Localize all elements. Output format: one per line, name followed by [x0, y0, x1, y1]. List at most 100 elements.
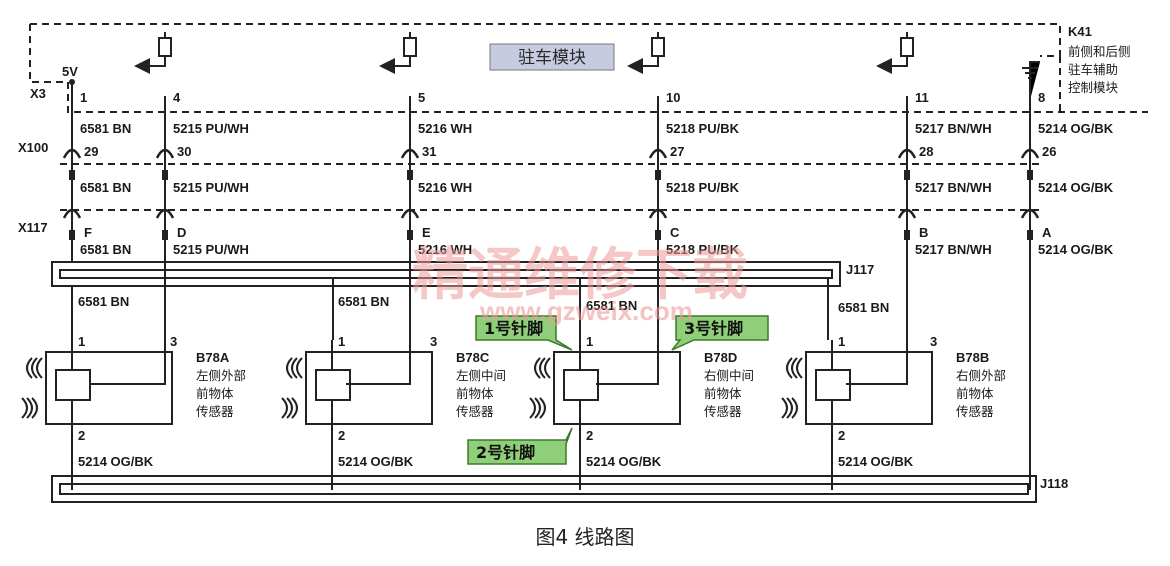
ultrasonic-wave-icon: [281, 357, 303, 419]
wave-arc: [786, 357, 793, 379]
k41-name-line3: 控制模块: [1068, 80, 1119, 95]
x100-male-pin: [69, 170, 75, 180]
supply-5v-label: 5V: [62, 64, 78, 79]
x117-male-pin: [1027, 230, 1033, 240]
sensor-pin1-label: 1: [586, 334, 593, 349]
x3-wire-label: 6581 BN: [80, 121, 131, 136]
k41-code: K41: [1068, 24, 1092, 39]
sensor-ground-wire-label: 5214 OG/BK: [338, 454, 414, 469]
sensor-code: B78C: [456, 350, 490, 365]
x3-wire-label: 5214 OG/BK: [1038, 121, 1114, 136]
sensor-name-line: 前物体: [704, 386, 742, 401]
wave-arc: [796, 357, 803, 379]
x3-pin-number: 5: [418, 90, 425, 105]
x100-male-pin: [904, 170, 910, 180]
wave-arc: [791, 397, 798, 419]
sensor-element: [563, 369, 599, 401]
x100-female-pin: [1020, 148, 1040, 159]
sensor-body: [45, 351, 173, 425]
wave-arc: [21, 397, 28, 419]
connector-x3-label: X3: [30, 86, 46, 101]
ground-icon: [1022, 61, 1040, 100]
sensor-name-line: 左侧外部: [196, 368, 246, 383]
callout-pin1-text: 1号针脚: [484, 319, 543, 338]
sensor-pin3-label: 3: [430, 334, 437, 349]
wave-arc: [539, 397, 546, 419]
sensor-name-line: 传感器: [456, 404, 494, 419]
wave-arc: [281, 397, 288, 419]
signal-wire-b78c: [346, 262, 411, 385]
callout-pin1: 1号针脚: [475, 315, 573, 351]
callout-pin2: 2号针脚: [467, 427, 573, 465]
sensor-element: [815, 369, 851, 401]
wave-arc: [291, 397, 298, 419]
sensor-pin2-label: 2: [78, 428, 85, 443]
x117-pin-label: D: [177, 225, 186, 240]
x100-wire-label: 5217 BN/WH: [915, 180, 992, 195]
signal-wire-b78b: [846, 240, 908, 385]
wave-arc: [26, 357, 33, 379]
sensor-pin1-label: 1: [838, 334, 845, 349]
module-title-box: 驻车模块: [489, 43, 615, 71]
x3-wire-label: 5217 BN/WH: [915, 121, 992, 136]
signal-wire-b78a: [90, 262, 166, 385]
sensor-pin3-label: 3: [930, 334, 937, 349]
wave-arc: [291, 357, 298, 379]
x3-pin-number: 11: [915, 90, 929, 105]
wave-arc: [534, 397, 541, 419]
sensor-pin2-label: 2: [838, 428, 845, 443]
watermark: 精通维修下载 www.gzweix.com: [412, 243, 748, 326]
signal-routing: [90, 240, 908, 385]
splice-j118: [51, 475, 1037, 503]
wave-arc: [26, 397, 33, 419]
x117-pin-label: B: [919, 225, 928, 240]
j117-label: J117: [846, 262, 874, 277]
connector-x100-label: X100: [18, 140, 48, 155]
x117-female-pin: [1020, 208, 1040, 219]
j117-wire-label-1: 6581 BN: [78, 294, 129, 309]
wave-arc: [539, 357, 546, 379]
x117-pin-label: E: [422, 225, 431, 240]
splice-j117: [51, 261, 841, 340]
sensor-pin2-label: 2: [338, 428, 345, 443]
x117-pin-label: A: [1042, 225, 1052, 240]
sensor-ground-wire-label: 5214 OG/BK: [78, 454, 154, 469]
x117-wire-label: 6581 BN: [80, 242, 131, 257]
connector-x117-label: X117: [18, 220, 48, 235]
x117-male-pin: [162, 230, 168, 240]
x100-wire-label: 5216 WH: [418, 180, 472, 195]
resistor-col3: [379, 32, 417, 74]
j117-wire-label-2: 6581 BN: [338, 294, 389, 309]
sensor-element: [315, 369, 351, 401]
x117-wire-label: 5217 BN/WH: [915, 242, 992, 257]
sensor-name-line: 前物体: [196, 386, 234, 401]
x100-pin-number: 30: [177, 144, 191, 159]
sensor-body: [305, 351, 433, 425]
x100-wire-label: 5218 PU/BK: [666, 180, 740, 195]
x100-pin-number: 27: [670, 144, 684, 159]
sensor-pin1-label: 1: [338, 334, 345, 349]
x100-female-pin: [897, 148, 917, 159]
sensor-code: B78D: [704, 350, 737, 365]
j117-wire-label-3: 6581 BN: [586, 298, 637, 313]
x3-pin-number: 1: [80, 90, 87, 105]
resistor-col4: [627, 32, 665, 74]
resistor-col2: [134, 32, 172, 74]
x117-pin-label: F: [84, 225, 92, 240]
x117-female-pin: [155, 208, 175, 219]
x100-female-pin: [155, 148, 175, 159]
watermark-text: 精通维修下载: [412, 243, 748, 308]
x100-pin-number: 31: [422, 144, 436, 159]
x100-wire-label: 5214 OG/BK: [1038, 180, 1114, 195]
sensor-name-line: 右侧外部: [956, 368, 1006, 383]
x117-female-pin: [62, 208, 82, 219]
k41-name-line2: 驻车辅助: [1068, 62, 1118, 77]
wave-arc: [286, 397, 293, 419]
